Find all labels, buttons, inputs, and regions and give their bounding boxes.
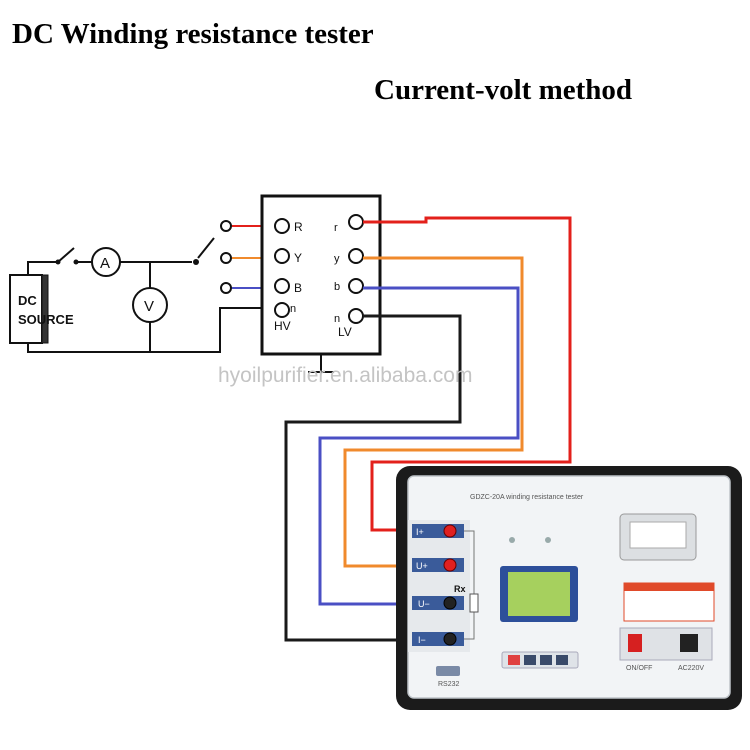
diagram-subtitle: Current-volt method [374, 74, 633, 106]
svg-text:RS232: RS232 [438, 681, 460, 688]
source-label-source: SOURCE [18, 312, 74, 327]
svg-text:r: r [334, 222, 338, 234]
rs232-port [436, 666, 460, 676]
svg-text:U−: U− [418, 599, 430, 609]
hv-terminals: R Y B n HV [274, 218, 303, 333]
diagram-title: DC Winding resistance tester [12, 18, 374, 50]
svg-text:U+: U+ [416, 561, 428, 571]
source-wiring [27, 237, 276, 353]
dc-source: DC SOURCE [9, 274, 74, 344]
ammeter: A [91, 247, 121, 277]
svg-text:b: b [334, 281, 340, 293]
svg-text:Y: Y [294, 251, 302, 265]
watermark: hyoilpurifier.en.alibaba.com [218, 364, 472, 387]
power-switch [628, 634, 642, 652]
svg-text:B: B [294, 281, 302, 295]
selector-switch [220, 220, 264, 294]
black-lead [284, 314, 462, 642]
terminal-i-minus: I− [412, 632, 464, 646]
tester-device: GDZC-20A winding resistance tester I+ U+… [396, 466, 742, 710]
source-label-dc: DC [18, 293, 37, 308]
terminal-u-minus: U− [412, 596, 464, 610]
svg-text:n: n [290, 303, 296, 315]
hv-label: HV [274, 319, 291, 333]
svg-text:I−: I− [418, 635, 426, 645]
lv-label: LV [338, 325, 352, 339]
lcd-screen [508, 572, 570, 616]
device-model-title: GDZC-20A winding resistance tester [470, 494, 584, 501]
svg-text:ON/OFF: ON/OFF [626, 665, 652, 672]
svg-text:AC220V: AC220V [678, 665, 704, 672]
voltmeter: V [132, 287, 168, 323]
svg-text:n: n [334, 313, 340, 325]
orange-lead [343, 256, 524, 568]
rx-label: Rx [454, 584, 466, 594]
svg-text:R: R [294, 220, 303, 234]
svg-text:y: y [334, 253, 340, 265]
svg-text:V: V [144, 298, 154, 315]
red-lead [363, 216, 572, 532]
svg-text:A: A [100, 255, 110, 272]
terminal-u-plus: U+ [412, 558, 464, 572]
blue-lead [318, 286, 520, 606]
lv-terminals: r y b n LV [334, 214, 364, 339]
test-leads [284, 216, 572, 642]
ac-socket [680, 634, 698, 652]
terminal-i-plus: I+ [412, 524, 464, 538]
svg-text:I+: I+ [416, 527, 424, 537]
